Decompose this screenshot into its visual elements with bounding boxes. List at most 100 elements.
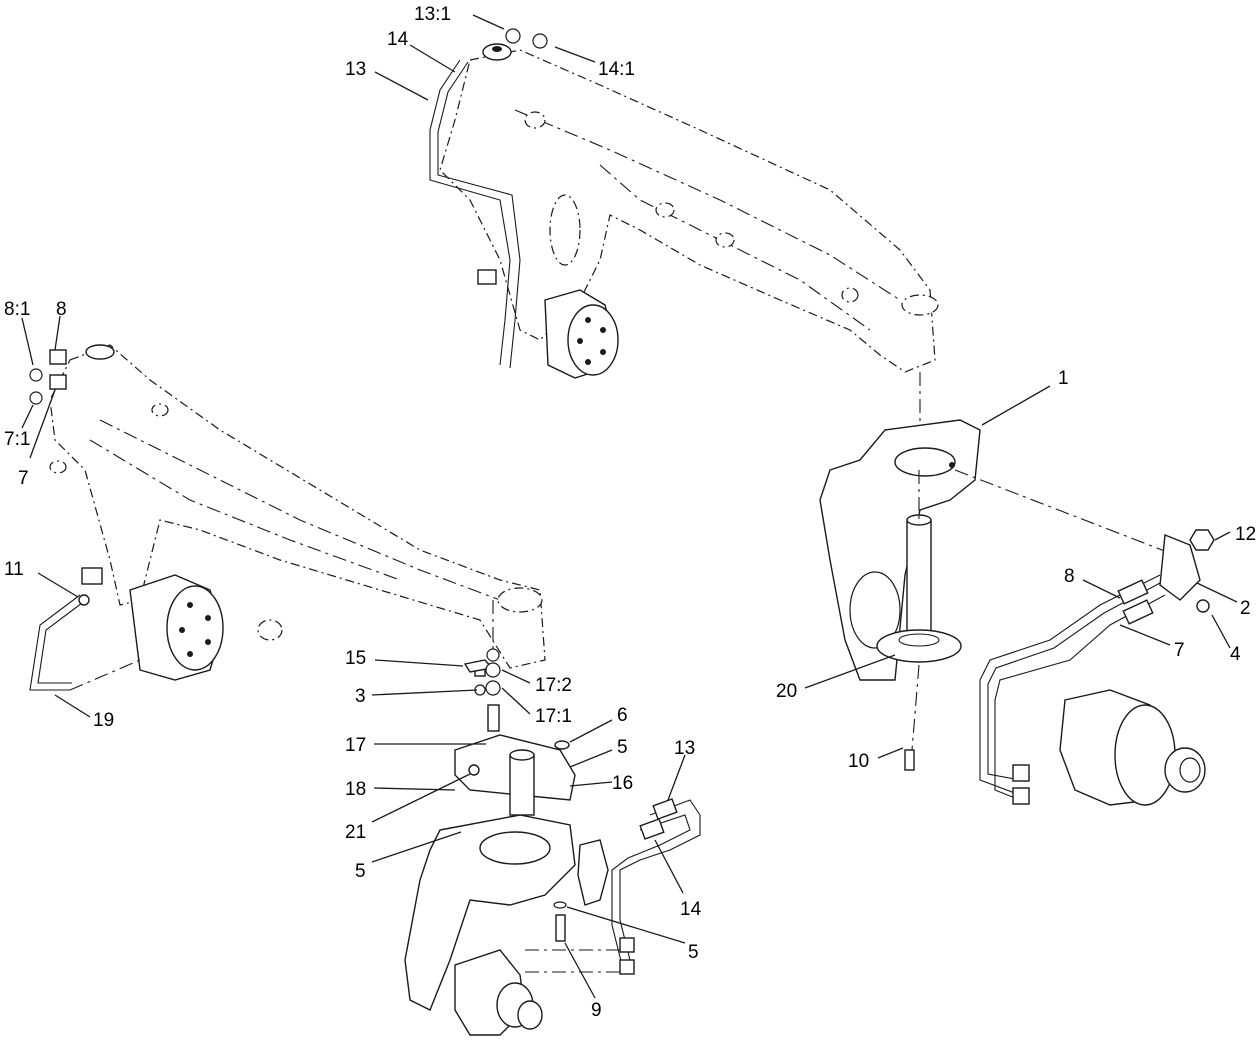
leader-7-1	[21, 404, 34, 429]
callout-8-left: 8	[56, 299, 67, 320]
leader-5-b	[371, 831, 462, 863]
top-wheel-motor-face	[567, 304, 619, 376]
leader-11	[37, 572, 79, 598]
left-bracket-19-b	[37, 599, 87, 684]
clamp-lower	[619, 959, 635, 975]
callout-18: 18	[345, 779, 366, 800]
bracket-axis-line	[954, 469, 1176, 556]
top-axle-edge-1	[514, 109, 901, 301]
leader-8-1	[21, 317, 34, 366]
bottom-hub-spline	[517, 1000, 543, 1030]
left-axle-hole-3	[257, 619, 283, 641]
leader-13-top	[374, 71, 429, 101]
callout-6: 6	[617, 705, 628, 726]
left-bracket-19	[29, 594, 81, 691]
nut-6	[554, 740, 570, 750]
top-oring-13-1	[505, 28, 521, 44]
left-axle-end-boss	[497, 587, 543, 613]
bolt-10	[904, 749, 915, 771]
left-axle-beam	[49, 344, 546, 669]
bolt-9	[555, 914, 566, 942]
left-fitting-7	[49, 374, 67, 390]
callout-14-top: 14	[387, 29, 409, 50]
bottom-tube-14	[611, 814, 691, 966]
knuckle-1-bore	[894, 447, 956, 477]
leader-14-1	[554, 46, 596, 63]
leader-5-a	[569, 749, 613, 768]
leader-7-right	[1119, 624, 1171, 646]
top-axle-assembly	[429, 28, 939, 470]
leader-4	[1211, 614, 1231, 649]
left-motor-bolt-4	[187, 651, 193, 657]
kingpin-20-shaft	[906, 519, 932, 639]
leader-20	[804, 654, 896, 689]
callout-15: 15	[345, 648, 366, 669]
left-wheel-motor-face	[166, 585, 224, 671]
kingpin-bottom-shaft	[509, 754, 535, 816]
top-axle-hole-2	[655, 202, 675, 218]
top-spindle-cap-dot	[492, 46, 502, 52]
top-axle-end-boss	[901, 294, 939, 316]
callout-21: 21	[345, 822, 366, 843]
callout-16: 16	[612, 773, 633, 794]
callout-9: 9	[591, 1000, 602, 1021]
leader-5-c	[566, 906, 686, 944]
left-axle-hole-1	[49, 460, 67, 474]
fitting-8-right	[1117, 579, 1149, 605]
leader-21	[371, 773, 471, 823]
left-fitting-8	[49, 349, 67, 365]
leader-7-left	[29, 389, 56, 459]
leader-13-bottom	[667, 754, 686, 801]
left-motor-bolt-2	[205, 615, 211, 621]
hose-end-upper	[1012, 764, 1030, 782]
tube-7	[994, 594, 1166, 801]
left-bracket-axis	[69, 659, 141, 691]
top-axle-edge-2	[599, 164, 871, 331]
bottom-knuckle-body	[404, 814, 576, 1011]
callout-7-right: 7	[1174, 640, 1185, 661]
callout-19: 19	[93, 710, 114, 731]
leader-2	[1196, 582, 1238, 603]
top-motor-bolt-4	[585, 359, 591, 365]
leader-17-1	[501, 687, 531, 715]
top-oring-14-1	[532, 33, 548, 49]
leader-9	[564, 942, 596, 999]
kingpin-bottom-top	[509, 749, 535, 761]
leader-19	[54, 694, 91, 718]
ring-17-2-a	[485, 662, 501, 678]
clamp-upper	[619, 937, 635, 953]
knuckle-1-hub-opening	[849, 571, 901, 649]
top-motor-bolt-2	[600, 327, 606, 333]
callout-2: 2	[1240, 598, 1251, 619]
callout-17: 17	[345, 735, 366, 756]
left-axle-edge-2	[89, 439, 401, 581]
leader-12	[1214, 531, 1231, 541]
callout-3: 3	[355, 686, 366, 707]
callout-11: 11	[4, 559, 24, 580]
left-spindle-cap	[85, 344, 115, 360]
fitting-13-bottom	[652, 798, 678, 820]
bolt-4	[1196, 599, 1210, 613]
callout-5-b: 5	[355, 861, 366, 882]
tube-8	[979, 574, 1161, 796]
leader-8-right	[1082, 579, 1121, 599]
top-motor-bolt-3	[600, 349, 606, 355]
top-hydraulic-tube-13-b	[437, 61, 521, 369]
callout-12: 12	[1235, 524, 1256, 545]
leader-14-bottom	[654, 839, 684, 894]
fitting-7-right	[1122, 599, 1154, 625]
callout-14-bottom: 14	[680, 899, 702, 920]
callout-17-2: 17:2	[535, 675, 572, 696]
nut-12	[1189, 529, 1215, 551]
callout-8-right: 8	[1064, 566, 1075, 587]
top-stub-shaft	[477, 269, 497, 285]
callout-1: 1	[1058, 368, 1069, 389]
bottom-tube-13	[619, 799, 701, 961]
top-motor-bolt-1	[585, 317, 591, 323]
leader-15	[374, 659, 464, 667]
fitting-14-bottom	[639, 818, 665, 840]
top-hydraulic-tube-13	[429, 59, 511, 366]
left-motor-bolt-5	[179, 627, 185, 633]
